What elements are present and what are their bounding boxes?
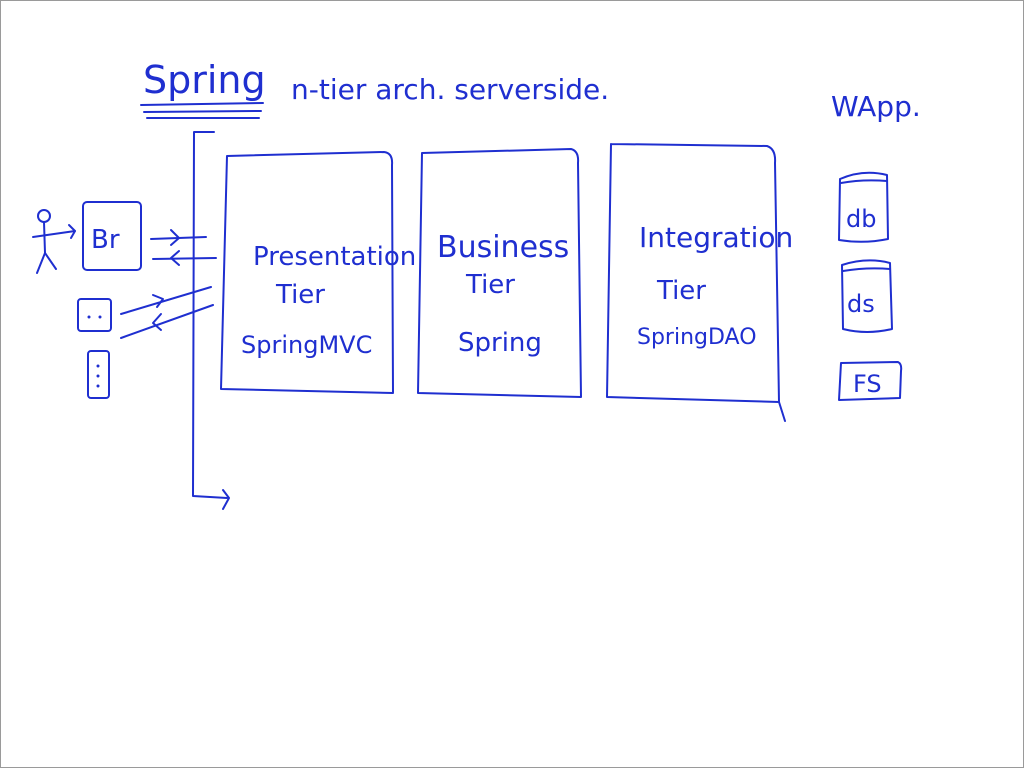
arrowhead-response-1 xyxy=(170,250,180,266)
tier-name-business: Business xyxy=(437,230,569,265)
tier-word-presentation: Tier xyxy=(275,280,325,310)
resource-ds: ds xyxy=(841,259,893,333)
heading: Spring n-tier arch. serverside. xyxy=(140,58,609,119)
tier-tech-business: Spring xyxy=(458,328,542,358)
server-boundary xyxy=(192,131,230,510)
tier-word-integration: Tier xyxy=(656,276,706,306)
browser-label: Br xyxy=(91,225,120,255)
arrow-response-2 xyxy=(120,304,214,339)
resource-label-db: db xyxy=(846,205,876,233)
tier-integration: Integration Tier SpringDAO xyxy=(606,143,793,422)
title-underline-2 xyxy=(143,110,262,113)
title-spring: Spring xyxy=(143,58,266,102)
arrowhead-response-2 xyxy=(152,313,162,331)
tier-presentation: Presentation Tier SpringMVC xyxy=(220,151,416,394)
arrow-request-2 xyxy=(120,286,212,315)
arrowhead-request-1 xyxy=(170,229,180,246)
tier-box-business xyxy=(417,148,582,398)
tier-business: Business Tier Spring xyxy=(417,148,582,398)
resources-group-label: WApp. xyxy=(831,90,921,123)
resource-fs: FS xyxy=(838,361,903,401)
resource-db: db xyxy=(838,171,889,243)
boundary-arrowhead xyxy=(222,489,230,510)
browser-box: Br xyxy=(82,201,142,271)
tier-name-presentation: Presentation xyxy=(253,242,416,272)
tier-tech-integration: SpringDAO xyxy=(637,325,757,350)
request-arrows xyxy=(120,229,217,339)
device-icon xyxy=(77,298,112,332)
tier-box-presentation xyxy=(220,151,394,394)
arrow-response-1 xyxy=(152,257,217,260)
resource-label-fs: FS xyxy=(853,370,882,398)
phone-icon xyxy=(87,350,110,399)
tier-name-integration: Integration xyxy=(639,221,793,254)
subtitle: n-tier arch. serverside. xyxy=(291,73,609,106)
resource-label-ds: ds xyxy=(847,290,875,318)
user-icon xyxy=(32,209,76,274)
clients: Br xyxy=(32,201,142,399)
tier-word-business: Tier xyxy=(465,270,515,300)
tier-tech-presentation: SpringMVC xyxy=(241,331,372,359)
tier-box-integration xyxy=(606,143,786,422)
boundary-bracket xyxy=(192,131,228,499)
title-underline-1 xyxy=(140,102,264,106)
resources: WApp. db ds FS xyxy=(831,90,921,401)
arrowhead-request-2 xyxy=(152,294,164,308)
